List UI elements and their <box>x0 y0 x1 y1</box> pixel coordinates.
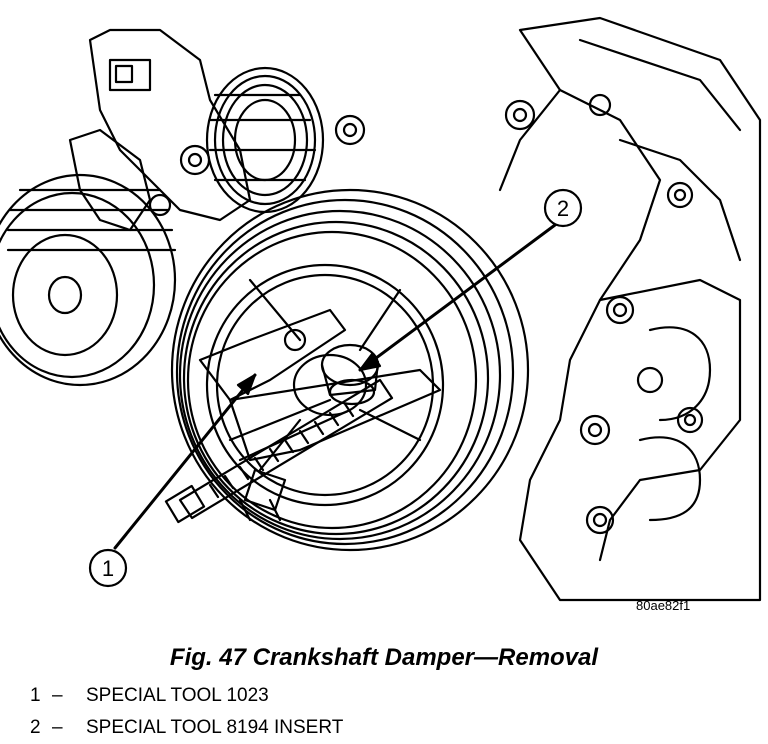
callout-2-number: 2 <box>557 196 569 221</box>
crankshaft-damper-illustration: 1 2 <box>0 16 762 602</box>
bracket-bolt <box>179 144 211 176</box>
idler-pulley <box>205 66 325 214</box>
forcing-screw <box>178 378 394 520</box>
legend-dash: – <box>52 717 63 738</box>
block-bolt <box>504 99 536 131</box>
legend-text: SPECIAL TOOL 1023 <box>86 685 269 706</box>
figure-caption: Fig. 47 Crankshaft Damper—Removal <box>169 644 599 671</box>
callout-2-leader <box>358 223 557 372</box>
block-bolt <box>588 93 612 117</box>
engine-block <box>498 16 762 602</box>
legend-number: 2 <box>30 717 41 738</box>
block-bolt <box>636 366 664 394</box>
left-accessory-pulley <box>0 173 177 387</box>
accessory-bracket <box>68 28 366 232</box>
legend-item: 2 – SPECIAL TOOL 8194 INSERT <box>30 712 343 744</box>
callout-1: 1 <box>88 548 128 588</box>
puller-tool <box>164 308 442 524</box>
bracket-bolt <box>148 193 172 217</box>
block-bolt <box>605 295 635 325</box>
legend: 1 – SPECIAL TOOL 1023 2 – SPECIAL TOOL 8… <box>30 680 343 744</box>
image-code: 80ae82f1 <box>636 598 691 613</box>
callout-1-number: 1 <box>102 556 114 581</box>
block-bolt <box>666 181 694 209</box>
block-bolt <box>676 406 704 434</box>
callout-2: 2 <box>543 188 583 228</box>
legend-text: SPECIAL TOOL 8194 INSERT <box>86 717 344 738</box>
block-bolt <box>579 414 611 446</box>
crankshaft-damper <box>170 188 530 552</box>
legend-dash: – <box>52 685 63 706</box>
legend-number: 1 <box>30 685 41 706</box>
insert-tool <box>320 343 380 406</box>
bracket-bolt <box>334 114 366 146</box>
callout-1-leader <box>113 373 257 550</box>
legend-item: 1 – SPECIAL TOOL 1023 <box>30 680 343 712</box>
block-bolt <box>585 505 615 535</box>
